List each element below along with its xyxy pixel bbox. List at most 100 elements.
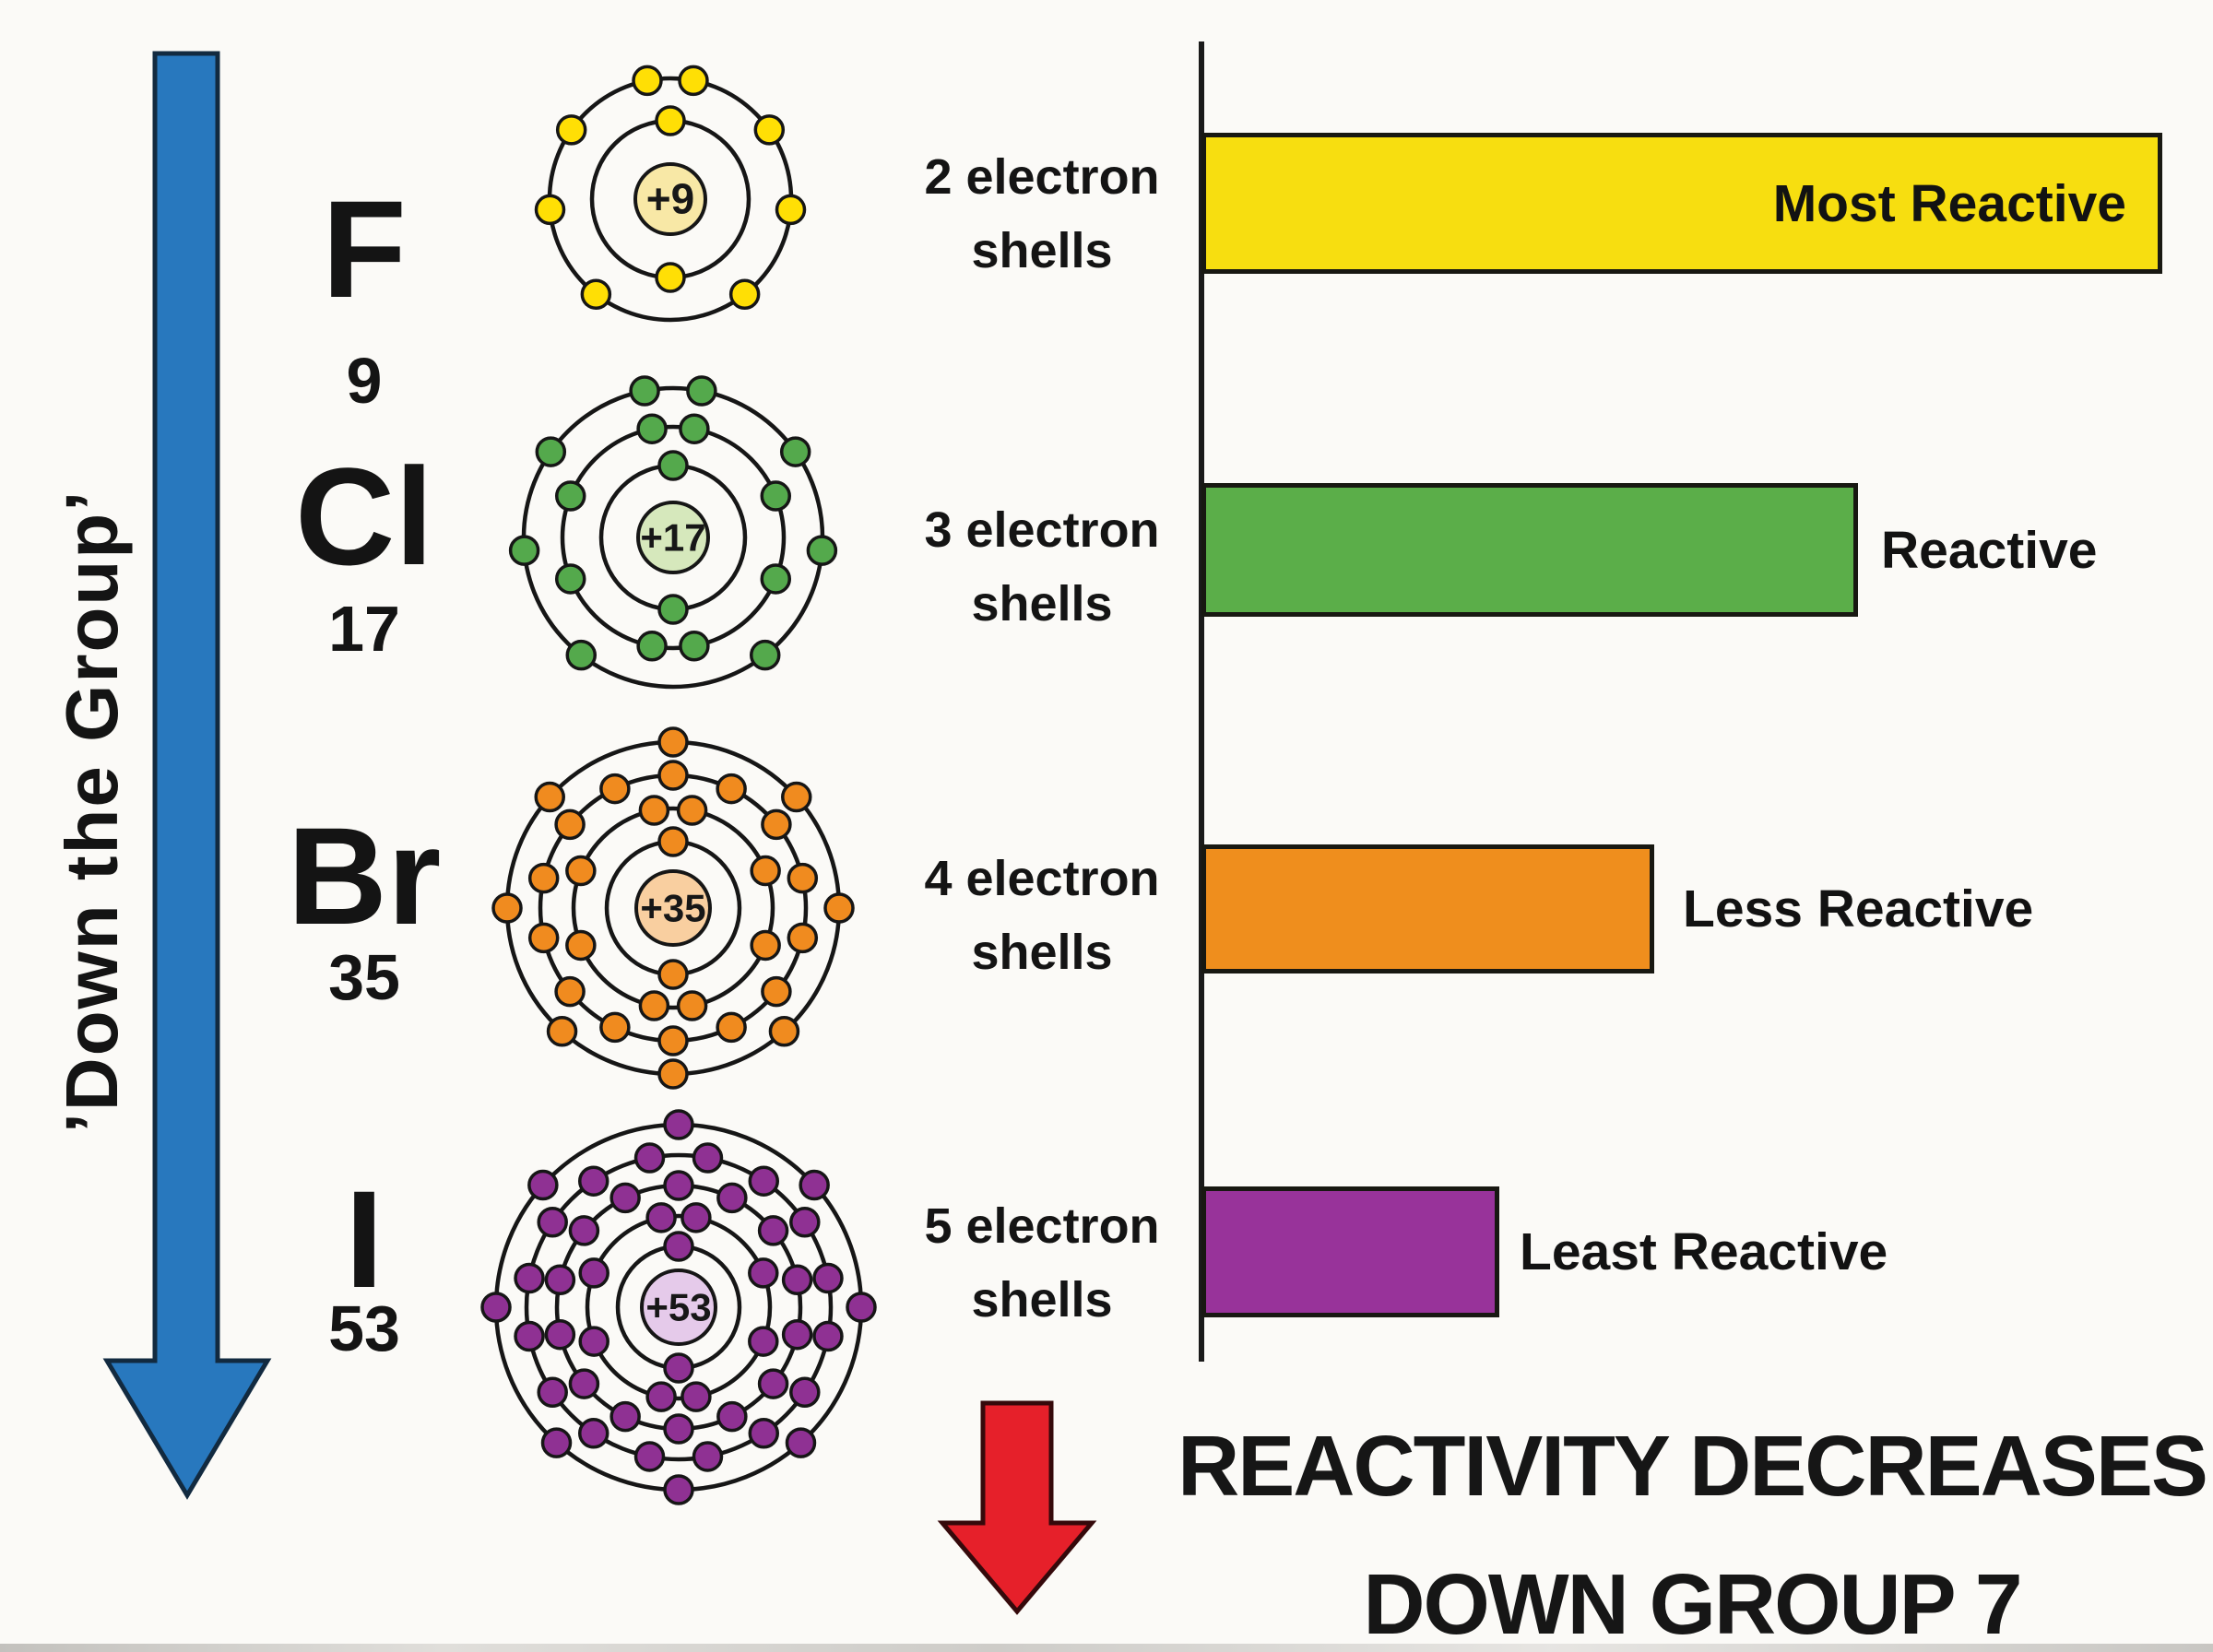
electron-dot bbox=[609, 1182, 641, 1214]
electron-dot bbox=[636, 631, 668, 662]
electron-dot bbox=[657, 760, 689, 791]
electron-dot bbox=[554, 480, 586, 512]
electron-dot bbox=[565, 855, 597, 887]
electron-dot bbox=[716, 773, 747, 805]
electron-dot bbox=[633, 1441, 666, 1472]
shells-label-chlorine-line1: 3 electron bbox=[924, 502, 1160, 558]
electron-dot bbox=[676, 795, 708, 826]
electron-dot bbox=[753, 114, 786, 146]
electron-dot bbox=[760, 563, 792, 595]
electron-dot bbox=[638, 990, 670, 1021]
electron-dot bbox=[749, 639, 781, 671]
electron-dot bbox=[578, 1257, 609, 1289]
electron-dot bbox=[636, 413, 668, 444]
electron-dot bbox=[527, 1169, 559, 1201]
electron-dot bbox=[663, 1109, 694, 1140]
electron-dot bbox=[692, 1441, 724, 1472]
electron-dot bbox=[645, 1381, 677, 1412]
shells-label-iodine-line2: shells bbox=[971, 1272, 1113, 1328]
electron-dot bbox=[657, 450, 689, 481]
electron-dot bbox=[568, 1215, 600, 1246]
bar-label-least-reactive: Least Reactive bbox=[1520, 1222, 1888, 1281]
electron-dot bbox=[748, 1326, 779, 1357]
electron-dot bbox=[799, 1169, 830, 1201]
electron-dot bbox=[657, 1058, 689, 1090]
element-number-chlorine: 17 bbox=[328, 593, 400, 665]
atom-model-bromine: +35 bbox=[491, 726, 855, 1090]
electron-dot bbox=[663, 1413, 694, 1445]
electron-dot bbox=[781, 1264, 813, 1296]
electron-dot bbox=[750, 929, 781, 962]
electron-dot bbox=[527, 922, 560, 954]
element-number-bromine: 35 bbox=[328, 941, 400, 1013]
electron-dot bbox=[480, 1292, 512, 1323]
electron-dot bbox=[537, 1376, 568, 1409]
element-number-iodine: 53 bbox=[328, 1292, 400, 1364]
electron-dot bbox=[812, 1320, 844, 1352]
bar-least-reactive bbox=[1201, 1186, 1499, 1317]
nucleus-charge-label: +9 bbox=[646, 175, 694, 223]
electron-dot bbox=[680, 1381, 712, 1412]
electron-dot bbox=[806, 535, 838, 566]
electron-dot bbox=[544, 1264, 576, 1296]
electron-dot bbox=[599, 773, 631, 805]
electron-dot bbox=[534, 781, 565, 813]
electron-shell-ring bbox=[585, 1213, 773, 1401]
electron-dot bbox=[748, 1165, 780, 1197]
electron-shell-ring bbox=[524, 1152, 834, 1462]
element-symbol-bromine: Br bbox=[287, 798, 442, 953]
electron-dot bbox=[761, 975, 792, 1008]
electron-dot bbox=[692, 1142, 724, 1174]
bar-less-reactive bbox=[1201, 844, 1654, 974]
electron-dot bbox=[757, 1368, 789, 1399]
bar-most-reactive: Most Reactive bbox=[1201, 133, 2162, 274]
electron-dot bbox=[785, 1427, 817, 1458]
shells-label-chlorine-line2: shells bbox=[971, 576, 1113, 631]
electron-dot bbox=[663, 1231, 694, 1262]
nucleus-charge-label: +17 bbox=[640, 515, 705, 559]
electron-dot bbox=[748, 1418, 780, 1449]
electron-dot bbox=[565, 929, 597, 962]
electron-dot bbox=[554, 808, 586, 841]
electron-dot bbox=[568, 1368, 600, 1399]
electron-dot bbox=[657, 594, 689, 625]
electron-dot bbox=[546, 1016, 578, 1047]
electron-dot bbox=[638, 795, 670, 826]
element-number-fluorine: 9 bbox=[346, 345, 383, 417]
electron-dot bbox=[580, 278, 612, 310]
electron-dot bbox=[750, 855, 781, 887]
electron-dot bbox=[686, 375, 717, 407]
nucleus bbox=[640, 1268, 717, 1346]
electron-dot bbox=[629, 375, 660, 407]
electron-dot bbox=[555, 114, 587, 146]
shells-label-bromine-line2: shells bbox=[971, 925, 1113, 980]
bar-label-reactive: Reactive bbox=[1881, 520, 2098, 580]
electron-dot bbox=[599, 1011, 631, 1044]
element-symbol-iodine: I bbox=[345, 1162, 384, 1316]
shells-label-fluorine-line1: 2 electron bbox=[924, 149, 1160, 205]
down-the-group-label: ’Down the Group’ bbox=[51, 489, 133, 1134]
nucleus bbox=[636, 501, 710, 574]
element-symbol-fluorine: F bbox=[322, 171, 407, 326]
electron-dot bbox=[554, 563, 586, 595]
electron-dot bbox=[679, 413, 710, 444]
nucleus bbox=[633, 162, 707, 236]
down-the-group-arrow bbox=[102, 51, 272, 1500]
electron-dot bbox=[676, 990, 708, 1021]
shells-label-fluorine-line2: shells bbox=[971, 223, 1113, 278]
electron-dot bbox=[655, 262, 686, 293]
electron-dot bbox=[657, 959, 689, 990]
electron-dot bbox=[716, 1182, 748, 1214]
electron-dot bbox=[577, 1165, 609, 1197]
atom-model-iodine: +53 bbox=[480, 1109, 877, 1505]
electron-dot bbox=[645, 1202, 677, 1233]
chart-axis-line bbox=[1199, 41, 1204, 1362]
footer-title-line2: DOWN GROUP 7 bbox=[1363, 1556, 2022, 1652]
electron-dot bbox=[655, 105, 686, 136]
atom-model-fluorine: +9 bbox=[534, 65, 807, 323]
electron-shell-ring bbox=[571, 806, 775, 1010]
electron-dot bbox=[534, 194, 566, 226]
electron-dot bbox=[775, 194, 807, 226]
